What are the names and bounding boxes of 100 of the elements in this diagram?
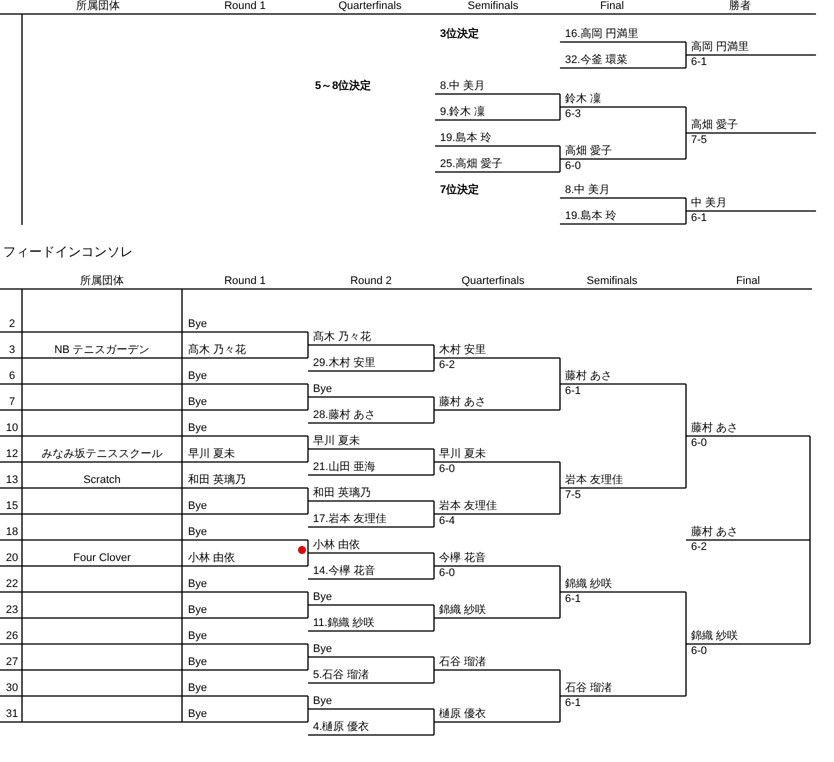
bye-entry: Bye [188,370,207,383]
row-number: 12 [4,448,20,461]
match-score: 6-2 [691,541,707,554]
row-number: 22 [4,578,20,591]
column-header: Quarterfinals [460,275,526,288]
player-name: 小林 由依 [188,552,236,565]
placing-label: 7位決定 [440,184,480,197]
player-name: 石谷 瑠渚 [565,682,612,695]
column-header: Round 1 [223,275,267,288]
player-name: 高岡 円満里 [691,41,750,54]
match-score: 6-1 [691,212,707,225]
player-name: 8.中 美月 [440,80,486,93]
column-header: Final [735,275,761,288]
match-score: 6-1 [691,56,707,69]
player-name: 和田 英璃乃 [313,487,372,500]
player-name: 藤村 あさ [439,396,486,409]
player-name: 早川 夏未 [188,448,236,461]
row-number: 23 [4,604,20,617]
bye-entry: Bye [188,422,207,435]
club-name: Four Clover [72,552,132,565]
player-name: 17.岩本 友理佳 [313,513,386,526]
match-score: 6-0 [565,160,581,173]
club-name: Scratch [82,474,122,487]
row-number: 31 [4,708,20,721]
match-score: 7-5 [565,489,581,502]
player-name: 11.錦織 紗咲 [313,617,375,630]
player-name: 4.樋原 優衣 [313,721,370,734]
column-header: 所属団体 [79,275,125,288]
player-name: 髙木 乃々花 [313,331,372,344]
row-number: 15 [4,500,20,513]
column-header: Quarterfinals [338,0,402,13]
player-name: 32.今釜 環菜 [565,54,628,67]
bye-entry: Bye [188,318,207,331]
row-number: 18 [4,526,20,539]
match-score: 6-3 [565,108,581,121]
player-name: 14.今欅 花音 [313,565,376,578]
player-name: 錦織 紗咲 [691,630,738,643]
player-name: 21.山田 亜海 [313,461,376,474]
row-number: 10 [4,422,20,435]
player-name: 28.藤村 あさ [313,409,376,422]
player-name: 鈴木 凜 [565,93,602,106]
column-header: Round 2 [349,275,393,288]
match-score: 6-1 [565,385,581,398]
match-score: 6-1 [565,697,581,710]
player-name: 高畑 愛子 [565,145,612,158]
bye-entry: Bye [188,396,207,409]
player-name: 藤村 あさ [691,422,738,435]
club-name: みなみ坂テニススクール [40,448,164,461]
match-score: 6-0 [439,567,455,580]
player-name: 中 美月 [691,197,728,210]
match-score: 6-0 [691,437,707,450]
player-name: 9.鈴木 凜 [440,106,486,119]
bye-entry: Bye [188,526,207,539]
match-score: 6-4 [439,515,455,528]
match-score: 6-0 [691,645,707,658]
player-name: 早川 夏未 [439,448,486,461]
section-title: フィードインコンソレ [3,244,133,260]
match-score: 6-1 [565,593,581,606]
column-header: 所属団体 [75,0,121,13]
player-name: 樋原 優衣 [439,708,486,721]
row-number: 7 [8,396,16,409]
player-name: 今欅 花音 [439,552,486,565]
player-name: 5.石谷 瑠渚 [313,669,370,682]
row-number: 2 [8,318,16,331]
row-number: 20 [4,552,20,565]
row-number: 27 [4,656,20,669]
match-score: 7-5 [691,134,707,147]
placing-label: 5～8位決定 [315,80,372,93]
player-name: 25.高畑 愛子 [440,158,502,171]
player-name: 16.高岡 円満里 [565,28,638,41]
placing-label: 3位決定 [440,28,480,41]
bye-entry: Bye [313,383,332,396]
player-name: 19.島本 玲 [565,210,616,223]
row-number: 6 [8,370,16,383]
bye-entry: Bye [188,630,207,643]
player-name: 石谷 瑠渚 [439,656,486,669]
bye-entry: Bye [313,591,332,604]
bye-entry: Bye [188,604,207,617]
bye-entry: Bye [313,695,332,708]
column-header: Final [599,0,625,13]
bye-entry: Bye [188,578,207,591]
player-name: 錦織 紗咲 [565,578,612,591]
club-name: NB テニスガーデン [53,344,151,357]
player-name: 小林 由依 [313,539,360,552]
row-number: 3 [8,344,16,357]
bye-entry: Bye [188,682,207,695]
bye-entry: Bye [188,500,207,513]
column-header: Semifinals [466,0,520,13]
player-name: 高畑 愛子 [691,119,738,132]
bye-entry: Bye [313,643,332,656]
row-number: 30 [4,682,20,695]
player-name: 木村 安里 [439,344,486,357]
player-name: 8.中 美月 [565,184,610,197]
column-header: Semifinals [586,275,638,288]
column-header: 勝者 [728,0,752,13]
player-name: 藤村 あさ [565,370,612,383]
player-name: 藤村 あさ [691,526,738,539]
match-score: 6-0 [439,463,455,476]
row-number: 26 [4,630,20,643]
player-name: 早川 夏未 [313,435,360,448]
